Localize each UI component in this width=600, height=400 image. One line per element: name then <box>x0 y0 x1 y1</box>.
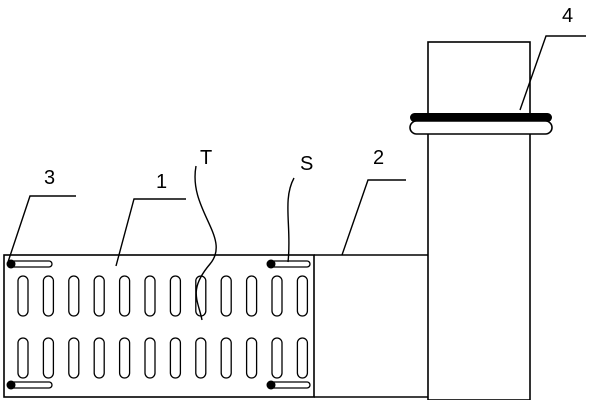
slot <box>118 337 131 379</box>
slot <box>93 275 105 317</box>
slot <box>220 275 232 317</box>
pin-top-left <box>6 259 53 269</box>
vertical-column <box>427 41 531 400</box>
slot <box>17 275 29 317</box>
slot <box>68 337 80 379</box>
slot <box>68 275 80 317</box>
pin-top-right <box>266 259 311 269</box>
slot <box>169 337 182 379</box>
label-1: 1 <box>156 171 167 193</box>
slot <box>296 337 309 379</box>
slot <box>42 275 55 317</box>
slot <box>296 275 309 317</box>
label-2: 2 <box>373 147 384 169</box>
slot <box>144 275 156 317</box>
leader-line-T <box>194 165 217 321</box>
label-S: S <box>300 153 313 175</box>
pin-bottom-right <box>266 380 311 390</box>
slot <box>271 337 283 379</box>
slot <box>144 337 156 379</box>
slot <box>42 337 55 379</box>
slot <box>118 275 131 317</box>
slot <box>93 337 105 379</box>
slot <box>271 275 283 317</box>
slotted-tray <box>3 254 315 398</box>
ring-band-light <box>409 120 553 135</box>
leader-line-3 <box>7 195 76 263</box>
slot <box>220 337 232 379</box>
pin-bottom-left <box>6 380 53 390</box>
ring-band-dark <box>410 113 552 122</box>
label-4: 4 <box>562 5 573 27</box>
slot <box>195 337 207 379</box>
column-ring <box>409 113 553 135</box>
leader-line-2 <box>341 179 406 256</box>
slot <box>245 337 258 379</box>
label-3: 3 <box>44 167 55 189</box>
slot <box>195 275 207 317</box>
slot <box>17 337 29 379</box>
leader-line-4 <box>519 35 586 111</box>
slot <box>169 275 182 317</box>
slot <box>245 275 258 317</box>
label-T: T <box>200 147 212 169</box>
leader-line-1 <box>115 198 186 267</box>
slot-grid <box>17 275 309 379</box>
leader-line-S <box>287 177 295 263</box>
